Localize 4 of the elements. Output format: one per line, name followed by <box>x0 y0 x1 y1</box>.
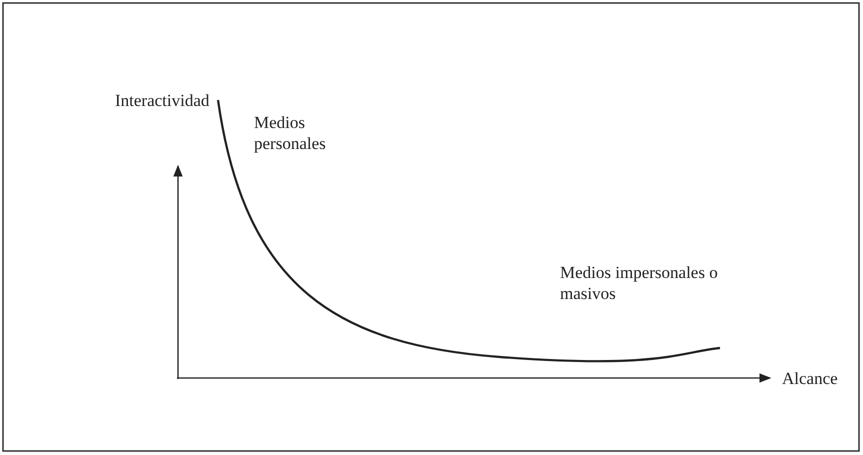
axis-title: Alcance <box>782 368 839 389</box>
axis-title: Interactividad <box>115 90 210 111</box>
curve-label: Medios impersonales o masivos <box>560 262 719 304</box>
curve-label: Medios personales <box>254 112 327 154</box>
